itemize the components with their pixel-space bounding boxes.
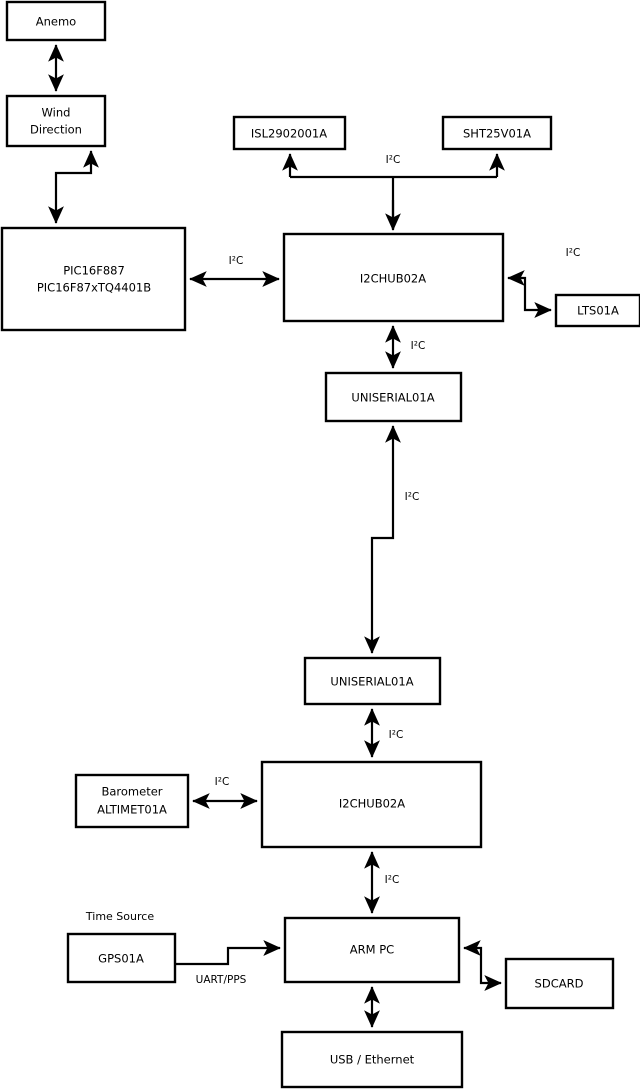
node-anemo[interactable]: Anemo [5, 0, 107, 42]
node-i2chub02a-top[interactable]: I2CHUB02A [282, 232, 505, 323]
edge-label-gps-armpc-uart: UART/PPS [196, 974, 247, 986]
node-gps01a-label: GPS01A [98, 952, 144, 966]
label-time-source: Time Source [85, 910, 154, 923]
node-barometer-label-line1: Barometer [101, 785, 162, 799]
edge-label-uniserial-hub-i2c: I²C [389, 729, 404, 741]
edge-label-baro-hub-i2c: I²C [215, 776, 230, 788]
edge-label-hub-lts-i2c: I²C [566, 247, 581, 259]
node-usb-ethernet[interactable]: USB / Ethernet [280, 1030, 464, 1089]
node-isl2902001a-label: ISL2902001A [251, 127, 327, 141]
edge-label-hub-armpc-i2c: I²C [385, 874, 400, 886]
node-arm-pc-label: ARM PC [350, 943, 394, 957]
node-uniserial01a-lower-label: UNISERIAL01A [330, 675, 413, 689]
node-i2chub02a-bottom[interactable]: I2CHUB02A [260, 760, 483, 849]
edge-label-uniserial-link-i2c: I²C [405, 491, 420, 503]
node-anemo-label: Anemo [36, 15, 76, 29]
node-pic-mcu-label-line2: PIC16F87xTQ4401B [37, 281, 151, 295]
node-sht25v01a[interactable]: SHT25V01A [441, 115, 553, 151]
node-sdcard-label: SDCARD [535, 977, 584, 991]
node-lts01a[interactable]: LTS01A [554, 293, 640, 328]
node-pic-mcu-label-line1: PIC16F887 [63, 264, 125, 278]
node-pic-mcu[interactable]: PIC16F887 PIC16F87xTQ4401B [0, 226, 187, 332]
node-usb-ethernet-label: USB / Ethernet [330, 1053, 415, 1067]
node-uniserial01a-upper-label: UNISERIAL01A [351, 391, 434, 405]
node-uniserial01a-lower[interactable]: UNISERIAL01A [303, 656, 442, 706]
node-sdcard[interactable]: SDCARD [504, 957, 615, 1010]
connection-uniserial-link [364, 425, 401, 654]
connection-armpc-sdcard [463, 940, 502, 991]
node-wind-direction-label-line1: Wind [42, 106, 71, 120]
node-uniserial01a-upper[interactable]: UNISERIAL01A [324, 371, 463, 423]
node-arm-pc[interactable]: ARM PC [283, 916, 461, 984]
node-gps01a[interactable]: GPS01A [66, 932, 177, 984]
connection-gps-armpc [175, 940, 281, 966]
node-i2chub02a-bottom-label: I2CHUB02A [339, 797, 405, 811]
edge-label-hub-uniserial-i2c: I²C [411, 340, 426, 352]
node-isl2902001a[interactable]: ISL2902001A [232, 115, 347, 151]
node-barometer[interactable]: Barometer ALTIMET01A [74, 773, 190, 829]
edge-label-sensors-hub-i2c: I²C [386, 154, 401, 166]
edge-label-pic-hub-i2c: I²C [229, 255, 244, 267]
node-wind-direction[interactable]: Wind Direction [5, 94, 107, 148]
node-lts01a-label: LTS01A [577, 304, 619, 318]
node-sht25v01a-label: SHT25V01A [463, 127, 531, 141]
node-barometer-label-line2: ALTIMET01A [97, 803, 167, 817]
node-wind-direction-label-line2: Direction [30, 123, 82, 137]
node-i2chub02a-top-label: I2CHUB02A [360, 272, 426, 286]
connection-pic-wind [48, 150, 99, 224]
connection-hub-top-lts [507, 270, 552, 318]
